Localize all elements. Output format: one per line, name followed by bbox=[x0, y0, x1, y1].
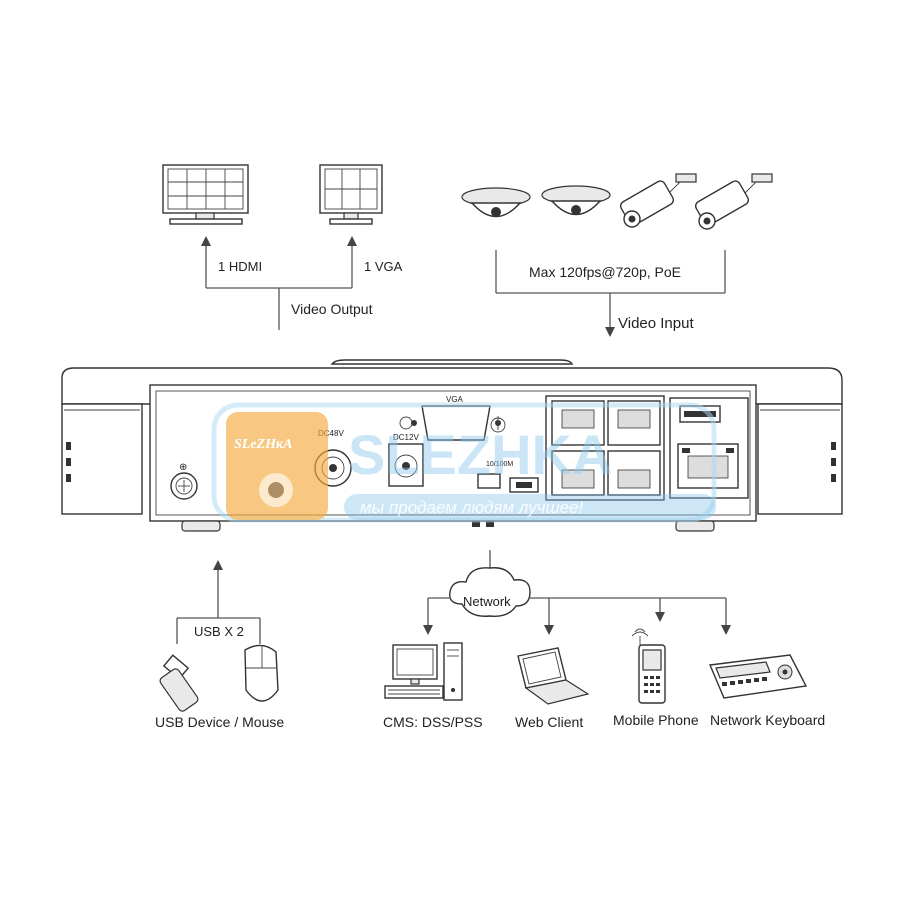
watermark-brand: SLEZHKA bbox=[348, 423, 612, 486]
video-input-title: Video Input bbox=[618, 315, 694, 332]
network-section: Network bbox=[383, 550, 825, 730]
usb-label: USB X 2 bbox=[194, 624, 244, 639]
power-jack-12v: DC12V bbox=[388, 416, 424, 487]
video-input-section: Max 120fps@720p, PoE Video Input bbox=[461, 173, 773, 337]
watermark-badge-text: SLeZHкA bbox=[234, 437, 292, 452]
dome-camera-icon bbox=[461, 187, 531, 218]
power-12v-label: DC12V bbox=[393, 433, 419, 442]
power-switch-icon bbox=[490, 417, 506, 433]
video-output-section: 1 HDMI 1 VGA Video Output bbox=[162, 164, 403, 330]
usb-caption: USB Device / Mouse bbox=[155, 714, 284, 730]
hdmi-label: 1 HDMI bbox=[218, 259, 262, 274]
watermark-tagline: мы продаем людям лучшее! bbox=[360, 498, 584, 517]
hdmi-monitor-icon bbox=[162, 164, 249, 225]
watermark: SLeZHкA SLEZHKA мы продаем людям лучшее! bbox=[211, 402, 717, 523]
vga-port-label: VGA bbox=[446, 395, 464, 404]
watermark-badge bbox=[226, 412, 328, 520]
video-output-title: Video Output bbox=[291, 301, 373, 317]
bullet-camera-icon bbox=[619, 173, 697, 228]
client-label-keyboard: Network Keyboard bbox=[710, 712, 825, 728]
ethernet-port-icon bbox=[677, 443, 739, 489]
ground-symbol: ⊕ bbox=[179, 462, 187, 473]
dome-camera-icon bbox=[541, 185, 611, 216]
desktop-computer-icon bbox=[384, 642, 463, 701]
bullet-camera-icon bbox=[694, 173, 773, 230]
power-48v-label: DC48V bbox=[318, 429, 344, 438]
vga-monitor-icon bbox=[319, 164, 383, 225]
network-keyboard-icon bbox=[708, 654, 808, 699]
vga-label: 1 VGA bbox=[364, 259, 403, 274]
client-label-web: Web Client bbox=[515, 714, 583, 730]
usb-section: USB X 2 USB Device / Mouse bbox=[155, 560, 284, 730]
mobile-phone-icon bbox=[631, 628, 666, 704]
network-label: Network bbox=[463, 594, 511, 609]
video-input-spec: Max 120fps@720p, PoE bbox=[529, 264, 681, 280]
client-label-mobile: Mobile Phone bbox=[613, 712, 699, 728]
network-port-label: 10/100M bbox=[486, 461, 513, 468]
laptop-icon bbox=[517, 647, 590, 705]
ground-screw-icon: ⊕ bbox=[170, 462, 198, 500]
mouse-icon bbox=[244, 644, 279, 702]
network-cloud-icon: Network bbox=[449, 567, 531, 617]
client-label-cms: CMS: DSS/PSS bbox=[383, 714, 483, 730]
poe-ports-icon bbox=[545, 395, 665, 501]
usb-stick-icon bbox=[159, 654, 199, 712]
